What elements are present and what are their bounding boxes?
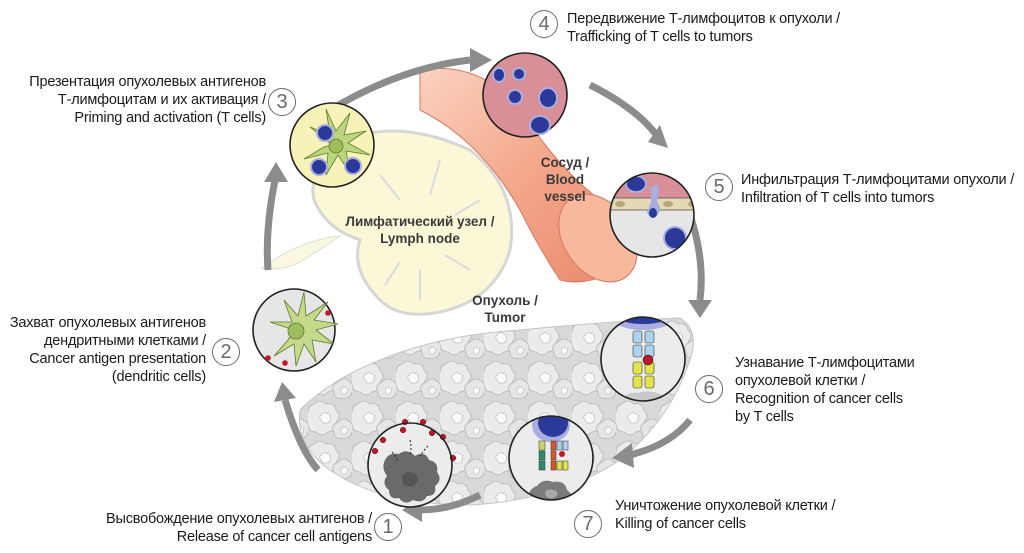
step-6-number: 6 bbox=[695, 375, 723, 403]
step-2-label: Захват опухолевых антигенов дендритными … bbox=[10, 314, 206, 386]
step-3-ru-2: Т-лимфоцитам и их активация / bbox=[57, 92, 266, 108]
lymph-node-afferent bbox=[260, 235, 342, 270]
tumor-label-ru: Опухоль / bbox=[472, 293, 538, 308]
cycle-arrowheads bbox=[264, 48, 712, 522]
step-2-ru-1: Захват опухолевых антигенов bbox=[9, 315, 206, 331]
step-1-en-1: Release of cancer cell antigens bbox=[176, 529, 373, 545]
blood-vessel-label-en-2: vessel bbox=[544, 189, 586, 204]
step-6-label: Узнавание Т-лимфоцитами опухолевой клетк… bbox=[735, 354, 915, 426]
step-3-ru-1: Презентация опухолевых антигенов bbox=[29, 74, 266, 90]
step-5-ru-1: Инфильтрация Т-лимфоцитами опухоли / bbox=[741, 172, 1015, 188]
step-3-illustration bbox=[289, 102, 375, 188]
step-5-en-1: Infiltration of T cells into tumors bbox=[741, 190, 935, 206]
step-5-illustration bbox=[609, 172, 695, 258]
step-6-en-1: Recognition of cancer cells bbox=[735, 391, 903, 407]
step-1-illustration bbox=[367, 418, 457, 508]
step-4-ru-1: Передвижение Т-лимфоцитов к опухоли / bbox=[567, 11, 840, 27]
step-3-label: Презентация опухолевых антигенов Т-лимфо… bbox=[29, 73, 266, 127]
step-4-label: Передвижение Т-лимфоцитов к опухоли / Tr… bbox=[567, 10, 840, 46]
step-7-ru-1: Уничтожение опухолевой клетки / bbox=[615, 498, 836, 514]
step-6-ru-2: опухолевой клетки / bbox=[735, 373, 866, 389]
blood-vessel-label: Сосуд / Blood vessel bbox=[520, 154, 610, 205]
step-3-number: 3 bbox=[268, 88, 296, 116]
lymph-node bbox=[311, 129, 514, 316]
step-7-number: 7 bbox=[574, 510, 602, 538]
step-2-illustration bbox=[252, 288, 339, 372]
step-2-ru-2: дендритными клетками / bbox=[44, 333, 206, 349]
step-6-illustration bbox=[600, 316, 686, 402]
step-1-number: 1 bbox=[374, 513, 402, 541]
step-2-number: 2 bbox=[212, 338, 240, 366]
step-2-en-1: Cancer antigen presentation bbox=[29, 351, 206, 367]
blood-vessel-label-en-1: Blood bbox=[545, 172, 585, 187]
step-7-label: Уничтожение опухолевой клетки / Killing … bbox=[615, 497, 836, 533]
step-4-number: 4 bbox=[530, 10, 558, 38]
step-7-en-1: Killing of cancer cells bbox=[615, 516, 746, 532]
step-7-illustration bbox=[508, 415, 594, 501]
blood-vessel-label-ru: Сосуд / bbox=[540, 155, 590, 170]
step-6-ru-1: Узнавание Т-лимфоцитами bbox=[735, 355, 915, 371]
lymph-node-label-en: Lymph node bbox=[380, 231, 460, 246]
step-5-number: 5 bbox=[705, 173, 733, 201]
step-3-en-1: Priming and activation (T cells) bbox=[74, 110, 266, 126]
step-2-en-2: (dendritic cells) bbox=[111, 369, 206, 385]
step-5-label: Инфильтрация Т-лимфоцитами опухоли / Inf… bbox=[741, 171, 1014, 207]
step-6-en-2: by T cells bbox=[735, 409, 794, 425]
step-4-illustration bbox=[482, 52, 568, 138]
step-1-ru-1: Высвобождение опухолевых антигенов / bbox=[106, 511, 372, 527]
tumor-label: Опухоль / Tumor bbox=[455, 292, 555, 326]
tumor-label-en: Tumor bbox=[484, 310, 526, 325]
step-4-en-1: Trafficking of T cells to tumors bbox=[567, 29, 753, 45]
lymph-node-label-ru: Лимфатический узел / bbox=[345, 214, 495, 229]
lymph-node-label: Лимфатический узел / Lymph node bbox=[340, 213, 500, 247]
step-1-label: Высвобождение опухолевых антигенов / Rel… bbox=[106, 510, 372, 546]
